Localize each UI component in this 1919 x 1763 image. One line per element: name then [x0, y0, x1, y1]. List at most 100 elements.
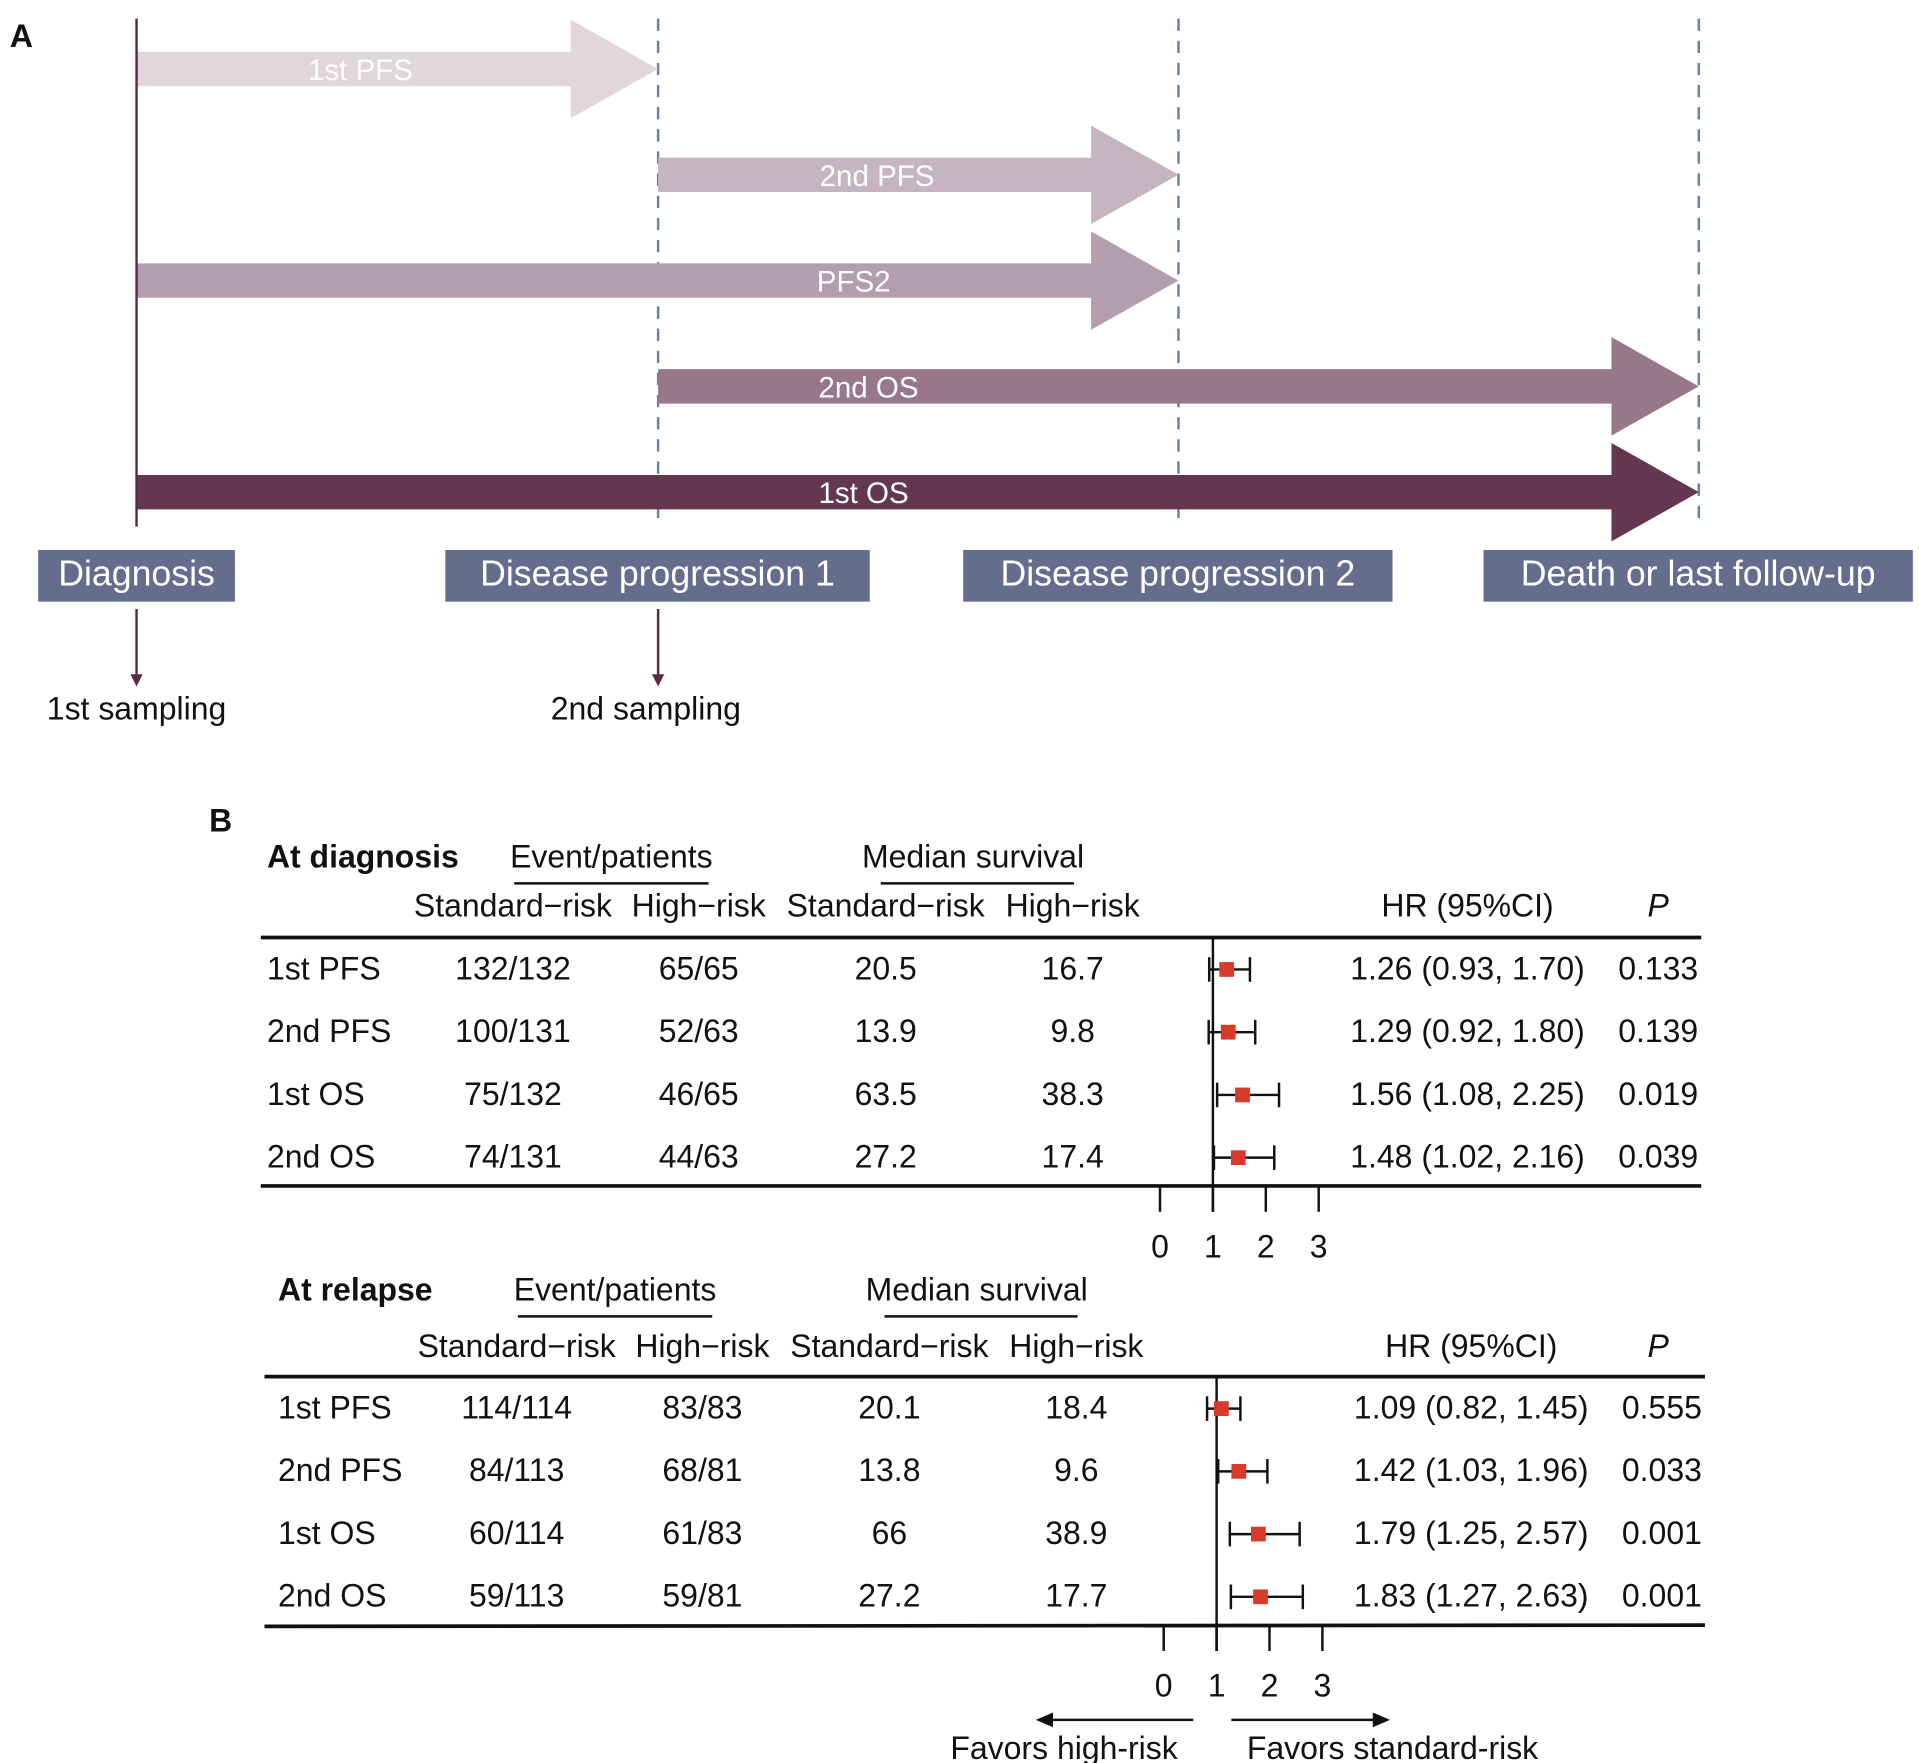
- cell-median-high: 9.8: [1050, 1013, 1094, 1049]
- cell-events-standard: 100/131: [455, 1013, 571, 1049]
- cell-median-standard: 13.8: [858, 1452, 920, 1488]
- cell-events-standard: 74/131: [464, 1139, 562, 1175]
- cell-median-high: 9.6: [1054, 1452, 1098, 1488]
- table-bottom-rule: [264, 1623, 1705, 1629]
- header-standard-risk: Standard−risk: [787, 888, 986, 924]
- cell-events-high: 83/83: [662, 1389, 742, 1425]
- cell-p: 0.033: [1622, 1452, 1702, 1488]
- panel-b-label: B: [209, 803, 232, 839]
- milestone-label: Death or last follow-up: [1521, 554, 1876, 594]
- cell-hr: 1.29 (0.92, 1.80): [1350, 1013, 1585, 1049]
- cell-median-standard: 27.2: [858, 1578, 920, 1614]
- milestone-label: Disease progression 1: [480, 554, 835, 594]
- cell-median-high: 38.3: [1042, 1076, 1104, 1112]
- favors-high-risk-label: Favors high-risk: [950, 1730, 1178, 1763]
- sampling-label: 1st sampling: [47, 691, 226, 727]
- cell-p: 0.019: [1618, 1076, 1698, 1112]
- hr-marker: [1253, 1589, 1268, 1605]
- sampling-label: 2nd sampling: [551, 691, 741, 727]
- row-label: 2nd OS: [267, 1139, 375, 1175]
- hr-marker: [1220, 1024, 1236, 1040]
- header-standard-risk: Standard−risk: [790, 1328, 989, 1364]
- panel-a-label: A: [10, 18, 33, 54]
- timeline-arrow: [658, 125, 1179, 224]
- cell-hr: 1.09 (0.82, 1.45): [1354, 1389, 1589, 1425]
- cell-p: 0.133: [1618, 950, 1698, 986]
- arrow-label: PFS2: [817, 266, 891, 299]
- cell-median-standard: 13.9: [855, 1013, 917, 1049]
- milestone-label: Diagnosis: [58, 554, 215, 594]
- arrow-label: 2nd OS: [818, 371, 918, 404]
- row-label: 2nd PFS: [267, 1013, 391, 1049]
- arrow-label: 1st OS: [818, 477, 908, 510]
- header-high-risk: High−risk: [632, 888, 767, 924]
- milestone-box: [963, 549, 1393, 602]
- hr-marker: [1251, 1526, 1266, 1542]
- milestone-box: [445, 549, 870, 602]
- cell-events-high: 46/65: [659, 1076, 739, 1112]
- cell-events-high: 59/81: [662, 1578, 742, 1614]
- header-event-patients: Event/patients: [510, 838, 713, 874]
- row-label: 1st OS: [278, 1515, 376, 1551]
- cell-hr: 1.42 (1.03, 1.96): [1354, 1452, 1589, 1488]
- axis-tick-label: 2: [1261, 1667, 1279, 1703]
- header-standard-risk: Standard−risk: [414, 888, 613, 924]
- cell-median-standard: 66: [872, 1515, 908, 1551]
- cell-events-high: 61/83: [662, 1515, 742, 1551]
- cell-p: 0.039: [1618, 1139, 1698, 1175]
- row-label: 1st OS: [267, 1076, 365, 1112]
- arrow-label: 2nd PFS: [820, 160, 935, 193]
- axis-tick-label: 0: [1151, 1228, 1169, 1264]
- cell-p: 0.139: [1618, 1013, 1698, 1049]
- header-median-survival: Median survival: [866, 1271, 1088, 1307]
- axis-tick-label: 2: [1257, 1228, 1275, 1264]
- cell-events-high: 52/63: [659, 1013, 739, 1049]
- cell-events-high: 68/81: [662, 1452, 742, 1488]
- header-hr: HR (95%CI): [1385, 1328, 1557, 1364]
- cell-median-high: 18.4: [1045, 1389, 1107, 1425]
- timeline-arrow: [136, 231, 1179, 330]
- cell-events-high: 44/63: [659, 1139, 739, 1175]
- arrow-right-icon: [1372, 1712, 1391, 1728]
- section-title: At relapse: [278, 1271, 433, 1307]
- row-label: 1st PFS: [267, 950, 381, 986]
- cell-median-high: 17.7: [1045, 1578, 1107, 1614]
- cell-events-standard: 60/114: [469, 1515, 564, 1551]
- cell-median-standard: 63.5: [855, 1076, 917, 1112]
- header-standard-risk: Standard−risk: [418, 1328, 617, 1364]
- header-high-risk: High−risk: [1009, 1328, 1144, 1364]
- hr-marker: [1230, 1150, 1246, 1166]
- cell-hr: 1.48 (1.02, 2.16): [1350, 1139, 1585, 1175]
- cell-events-standard: 84/113: [469, 1452, 564, 1488]
- hr-marker: [1231, 1463, 1247, 1479]
- timeline-arrow: [136, 442, 1699, 542]
- row-label: 1st PFS: [278, 1389, 392, 1425]
- header-median-survival: Median survival: [862, 838, 1084, 874]
- header-p: P: [1648, 1328, 1670, 1364]
- cell-events-standard: 59/113: [469, 1578, 564, 1614]
- header-event-patients: Event/patients: [514, 1271, 717, 1307]
- cell-median-standard: 20.5: [855, 950, 917, 986]
- axis-tick-label: 0: [1155, 1667, 1173, 1703]
- header-high-risk: High−risk: [635, 1328, 770, 1364]
- cell-hr: 1.56 (1.08, 2.25): [1350, 1076, 1585, 1112]
- arrow-label: 1st PFS: [308, 54, 413, 87]
- hr-marker: [1219, 962, 1235, 977]
- milestone-label: Disease progression 2: [1000, 554, 1355, 594]
- arrow-down-icon: [130, 674, 143, 687]
- row-label: 2nd OS: [278, 1578, 386, 1614]
- favors-standard-risk-label: Favors standard-risk: [1247, 1730, 1539, 1763]
- milestone-box: [1483, 549, 1913, 602]
- cell-hr: 1.26 (0.93, 1.70): [1350, 950, 1585, 986]
- hr-marker: [1213, 1401, 1229, 1416]
- cell-median-high: 38.9: [1045, 1515, 1107, 1551]
- header-high-risk: High−risk: [1006, 888, 1141, 924]
- cell-median-standard: 20.1: [858, 1389, 920, 1425]
- cell-p: 0.001: [1622, 1515, 1702, 1551]
- axis-tick-label: 1: [1208, 1667, 1226, 1703]
- cell-median-high: 17.4: [1042, 1139, 1104, 1175]
- timeline-arrow: [658, 337, 1699, 436]
- arrow-down-icon: [651, 674, 665, 687]
- cell-events-high: 65/65: [659, 950, 739, 986]
